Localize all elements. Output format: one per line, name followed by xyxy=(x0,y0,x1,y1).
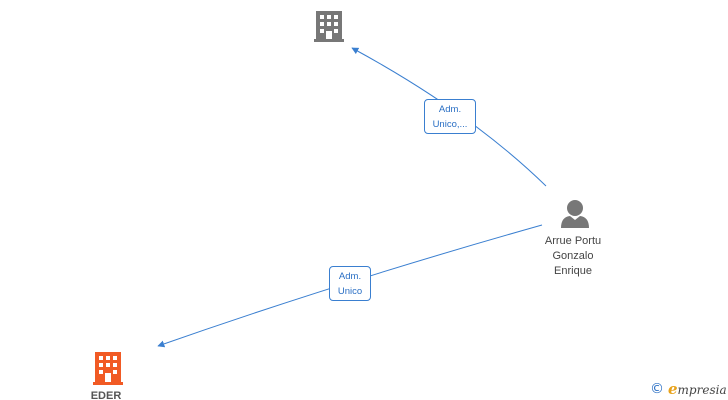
edge-label-line: Adm. xyxy=(438,104,462,115)
building-icon[interactable] xyxy=(93,352,123,385)
building-icon[interactable] xyxy=(314,11,344,42)
brand-rest: mpresia xyxy=(677,383,727,397)
person-name-line: Enrique xyxy=(554,265,592,277)
edge-label-adm-unico-bottom[interactable]: Adm. Unico xyxy=(329,266,371,301)
person-name-line: Gonzalo xyxy=(552,250,594,262)
edge-label-line: Unico,... xyxy=(432,119,468,130)
edge-label-line: Adm. xyxy=(338,271,362,282)
company-name-eder[interactable]: EDER xyxy=(90,390,122,400)
person-icon[interactable] xyxy=(561,200,589,228)
person-name-line: Arrue Portu xyxy=(544,235,602,247)
brand-name: empresia xyxy=(668,380,727,398)
brand-initial: e xyxy=(668,380,678,398)
brand-logo: © empresia xyxy=(650,380,727,398)
edge-label-adm-unico-top[interactable]: Adm. Unico,... xyxy=(424,99,476,134)
copyright-icon: © xyxy=(650,381,664,397)
person-name[interactable]: Arrue Portu Gonzalo Enrique xyxy=(532,234,614,279)
edge-label-line: Unico xyxy=(337,286,363,297)
